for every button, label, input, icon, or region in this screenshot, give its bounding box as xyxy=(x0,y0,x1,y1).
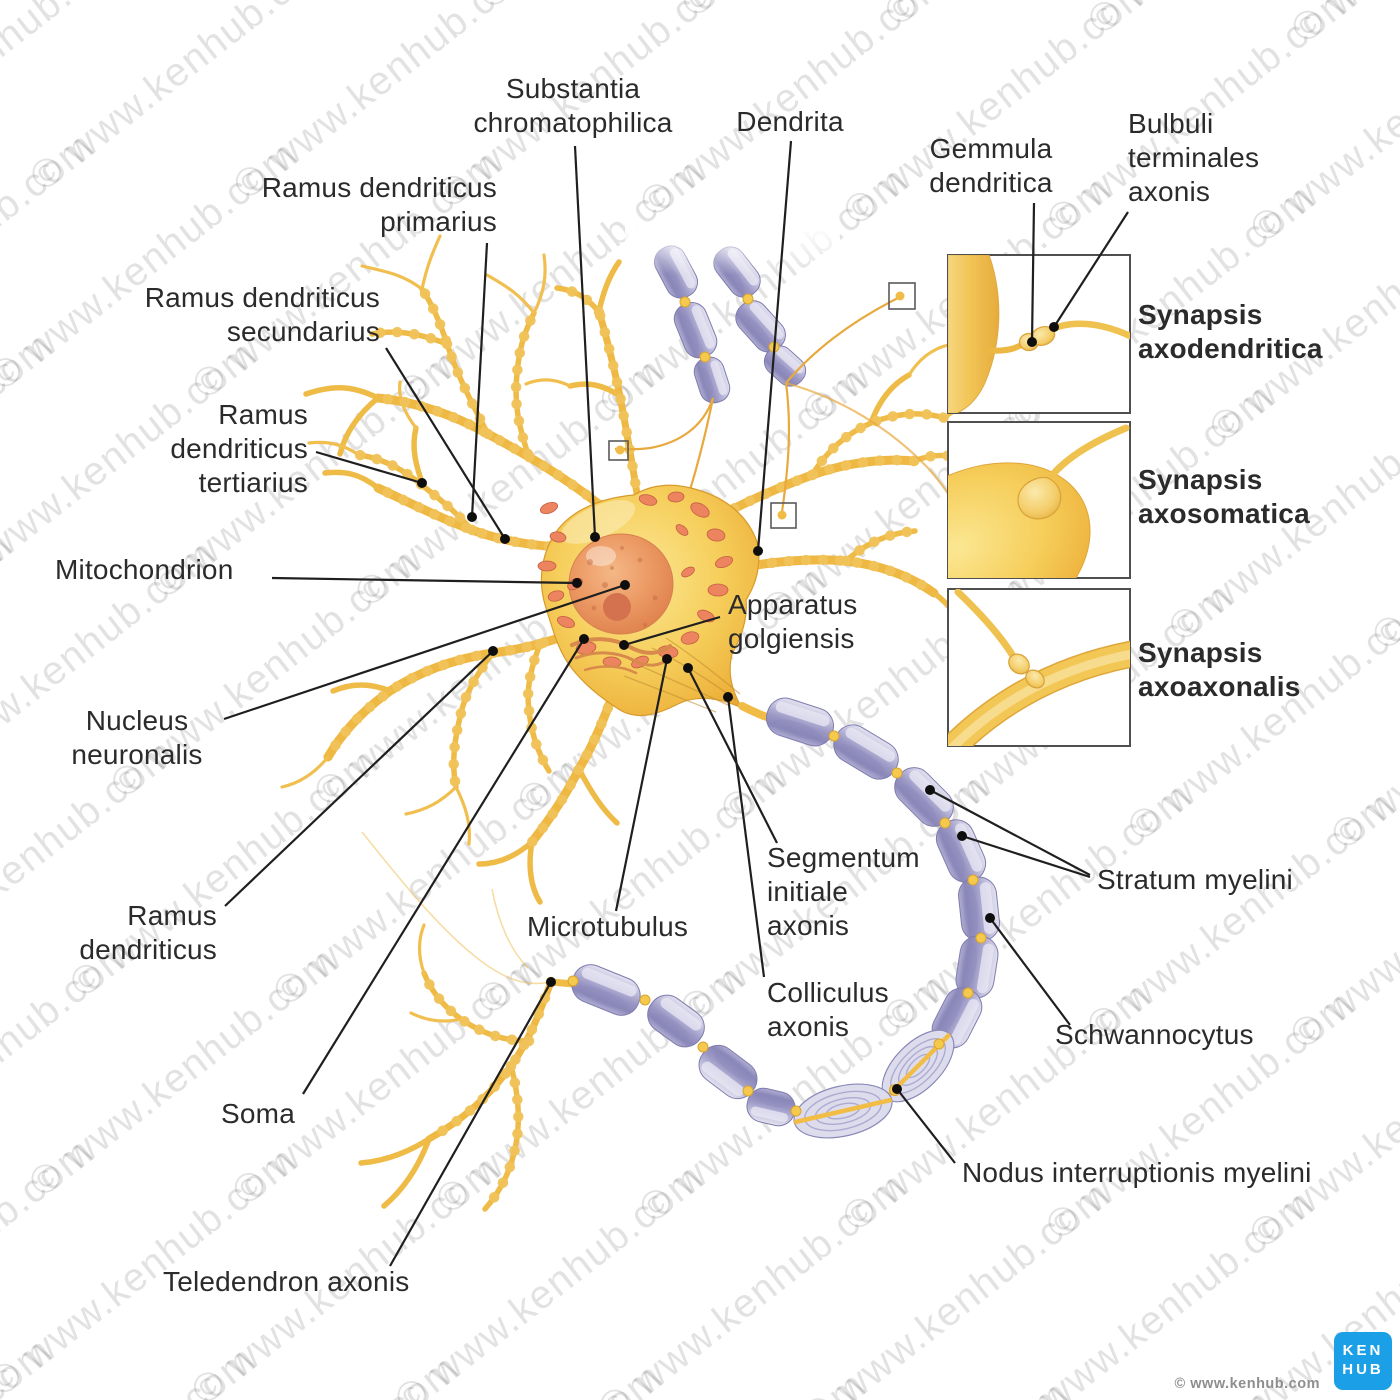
axon xyxy=(567,697,1000,1139)
dendritic-spines xyxy=(423,976,557,1145)
pointer-dot-mitochondrion xyxy=(572,578,582,588)
pointer-dot-nucleus-neuronalis xyxy=(620,580,630,590)
leader-line-ramus-dendriticus xyxy=(224,650,494,907)
leader-line-stratum-myelini xyxy=(961,834,1091,879)
pointer-dot-nodus-interruptionis-myelini xyxy=(892,1084,902,1094)
dendritic-spines xyxy=(418,967,535,1047)
label-dendrita: Dendrita xyxy=(736,106,844,137)
nucleolus xyxy=(603,593,631,621)
incoming-axons xyxy=(608,225,970,552)
pointer-dot-schwannocytus xyxy=(985,913,995,923)
synapse-marker-1 xyxy=(608,440,629,461)
leader-line-microtubulus xyxy=(614,658,669,912)
dendritic-spines xyxy=(448,647,498,793)
dendritic-spines xyxy=(522,638,555,777)
leader-line-colliculus-axonis xyxy=(726,696,766,978)
logo-text-line1: KEN xyxy=(1342,1342,1384,1360)
pointer-dot-segmentum-initiale-axonis xyxy=(683,663,693,673)
dendritic-spines xyxy=(551,282,605,318)
pointer-dot-stratum-myelini xyxy=(925,785,935,795)
golgi-apparatus xyxy=(570,637,672,675)
logo-text-line2: HUB xyxy=(1342,1361,1384,1378)
leader-line-dendrita xyxy=(756,140,793,552)
pointer-dot-colliculus-axonis xyxy=(723,692,733,702)
label-mitochondrion: Mitochondrion xyxy=(55,554,233,585)
leader-line-nodus-interruptionis-myelini xyxy=(896,1088,956,1164)
label-nodus-interruptionis-myelini: Nodus interruptionis myelini xyxy=(962,1157,1312,1188)
leader-line-schwannocytus xyxy=(989,917,1071,1026)
leader-line-ramus-dendriticus-secundarius xyxy=(385,347,506,540)
leader-line-gemmula-dendritica xyxy=(1030,202,1036,343)
dendritic-spines xyxy=(510,307,540,460)
teledendron xyxy=(358,831,600,1215)
leader-line-apparatus-golgiensis xyxy=(623,615,721,647)
pointer-dot-bulbuli-terminales-axonis xyxy=(1049,322,1059,332)
neuron-cell xyxy=(280,225,1020,1215)
copyright-text: © www.kenhub.com xyxy=(1174,1376,1320,1392)
dendritic-spines xyxy=(322,626,582,763)
synapse-marker-3 xyxy=(770,502,797,529)
dendritic-spines xyxy=(806,408,951,481)
leader-line-bulbuli-terminales-axonis xyxy=(1053,211,1129,328)
dendritic-spines xyxy=(479,1060,524,1215)
pointer-dot-ramus-dendriticus-tertiarius xyxy=(417,478,427,488)
pointer-dot-teledendron-axonis xyxy=(546,977,556,987)
watermark-text: © www.kenhub.com xyxy=(470,0,795,17)
dendritic-spines xyxy=(366,326,453,350)
label-soma: Soma xyxy=(221,1098,295,1129)
label-schwannocytus: Schwannocytus xyxy=(1055,1019,1254,1050)
dendritic-spines xyxy=(526,686,620,848)
leader-line-soma xyxy=(302,638,585,1095)
synapse-marker-4 xyxy=(888,282,916,310)
leader-line-stratum-myelini xyxy=(929,789,1091,876)
leader-line-substantia-chromatophilica xyxy=(573,145,597,538)
soma xyxy=(537,484,760,717)
label-microtubulus: Microtubulus xyxy=(527,911,688,942)
pointer-dot-apparatus-golgiensis xyxy=(619,640,629,650)
leader-line-segmentum-initiale-axonis xyxy=(687,667,778,844)
leader-line-ramus-dendriticus-primarius xyxy=(470,242,489,518)
leader-line-teledendron-axonis xyxy=(389,981,552,1267)
pointer-dot-ramus-dendriticus-secundarius xyxy=(500,534,510,544)
pointer-dot-microtubulus xyxy=(662,654,672,664)
nissl-bodies xyxy=(537,491,734,669)
leader-line-mitochondrion xyxy=(271,576,578,585)
pointer-dot-ramus-dendriticus-primarius xyxy=(467,512,477,522)
label-stratum-myelini: Stratum myelini xyxy=(1097,864,1293,895)
kenhub-logo[interactable]: KEN HUB xyxy=(1334,1332,1392,1390)
pointer-dot-stratum-myelini xyxy=(957,831,967,841)
watermark-text: © www.kenhub.com xyxy=(266,0,591,9)
pointer-dot-dendrita xyxy=(753,546,763,556)
dendritic-spines xyxy=(593,306,644,506)
dendritic-spines xyxy=(372,482,572,554)
leader-line-ramus-dendriticus-tertiarius xyxy=(315,450,423,485)
dendritic-spines xyxy=(840,525,921,567)
pointer-dot-soma xyxy=(579,634,589,644)
leader-line-nucleus-neuronalis xyxy=(223,583,626,721)
label-teledendron-axonis: Teledendron axonis xyxy=(163,1266,409,1297)
dendritic-spines xyxy=(732,554,940,599)
synapse-insets xyxy=(947,254,1131,747)
pointer-dot-gemmula-dendritica xyxy=(1027,337,1037,347)
pointer-dot-ramus-dendriticus xyxy=(488,646,498,656)
pointer-dot-substantia-chromatophilica xyxy=(590,532,600,542)
watermark-text: © www.kenhub.com xyxy=(673,0,998,26)
